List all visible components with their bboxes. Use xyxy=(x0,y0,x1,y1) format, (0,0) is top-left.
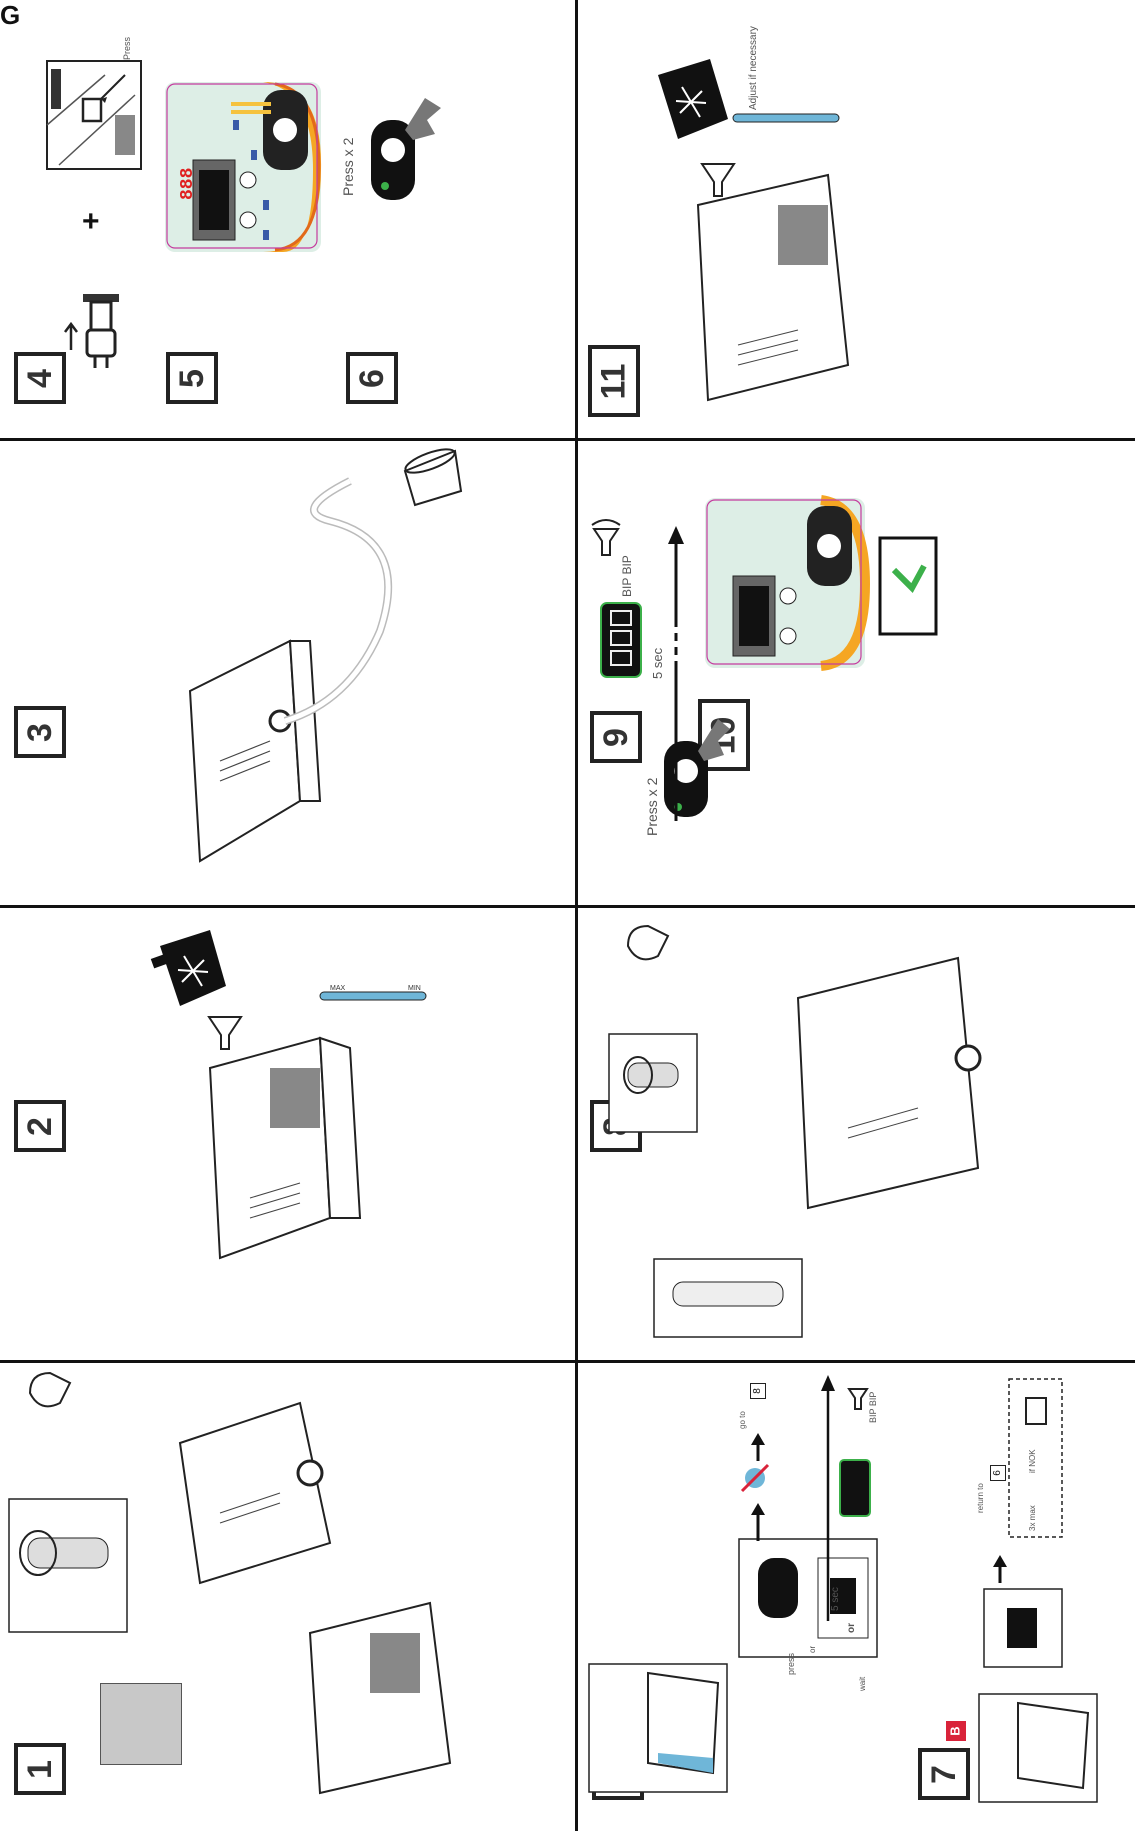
retry-loop-box xyxy=(1008,1378,1063,1538)
machine-refill-illustration xyxy=(696,173,850,402)
timeline-arrow xyxy=(668,526,684,821)
arrow-up-2 xyxy=(751,1433,765,1461)
five-sec-label: 5 sec xyxy=(650,647,665,679)
press-or-wait-box xyxy=(738,1538,878,1658)
step-badge-10: 10 xyxy=(698,699,750,771)
section-letter: G xyxy=(0,0,21,30)
power-switch-illustration xyxy=(46,60,142,170)
torch-button-icon xyxy=(371,98,441,200)
svg-text:MIN: MIN xyxy=(408,985,421,992)
panel-step-2: 2 MAX MIN xyxy=(0,908,575,1360)
timeline-arrow-7 xyxy=(821,1375,835,1621)
adjust-label: Adjust if necessary xyxy=(748,26,759,110)
step-badge-9: 9 xyxy=(590,711,642,763)
no-flow-icon xyxy=(740,1463,770,1493)
coolant-canister-icon xyxy=(658,59,728,139)
check-icon xyxy=(878,536,938,636)
panel-step-3: 3 xyxy=(0,441,575,905)
speaker-icon xyxy=(847,1388,869,1410)
machine-fill-illustration xyxy=(208,1036,362,1260)
control-panel-illustration: 888 xyxy=(165,82,322,252)
display-check-box xyxy=(983,1588,1063,1668)
snowflake-icon xyxy=(675,86,707,118)
goto-label: go to xyxy=(738,1411,747,1429)
machine-drain-illustration xyxy=(188,477,393,863)
step-badge-7b: 7 xyxy=(918,1748,970,1800)
torch-hose-illustration xyxy=(653,1258,803,1338)
grid-divider-2 xyxy=(0,905,1135,908)
connector-zoom xyxy=(608,1033,698,1133)
step-badge-11: 11 xyxy=(588,345,640,417)
press-x2-label: Press x 2 xyxy=(340,137,356,196)
goto-step-box: 8 xyxy=(750,1383,766,1399)
hand-icon xyxy=(626,924,670,961)
arrow-up-b xyxy=(993,1555,1007,1583)
panel-step-11: 11 Adjust if necessary xyxy=(578,0,1135,438)
svg-text:888: 888 xyxy=(178,168,198,200)
bip-bip-label: BIP BIP xyxy=(620,555,634,597)
step-badge-6: 6 xyxy=(346,352,398,404)
panel-steps-9-10: 9 10 Press x 2 5 sec BIP BIP xyxy=(578,441,1135,905)
plus-sign: + xyxy=(82,205,100,238)
display-icon xyxy=(839,1459,871,1517)
hand-icon xyxy=(28,1371,72,1408)
five-sec-label-7: 5 sec xyxy=(830,1587,841,1611)
grid-divider-3 xyxy=(0,1360,1135,1363)
max-label: 3x max xyxy=(1028,1505,1037,1531)
display-blink-icon xyxy=(600,602,642,678)
coolant-canister-icon xyxy=(150,930,226,1006)
return-step-box: 6 xyxy=(990,1465,1006,1481)
grid-vertical-divider xyxy=(575,0,578,1831)
plug-icon xyxy=(64,294,119,368)
svg-text:MAX: MAX xyxy=(330,985,346,992)
press-tag: Press xyxy=(122,36,132,60)
grid-divider-1 xyxy=(0,438,1135,441)
panel-step-1: 1 xyxy=(0,1363,575,1831)
press-small: press xyxy=(786,1652,796,1675)
machine-top-illustration xyxy=(178,1401,332,1585)
bucket-empty-illustration xyxy=(978,1693,1098,1803)
panel-steps-4-5-6: 4 + Press 5 xyxy=(0,0,575,438)
step-badge-3: 3 xyxy=(14,706,66,758)
funnel-icon xyxy=(700,163,736,197)
snowflake-icon xyxy=(177,955,209,987)
step-badge-5: 5 xyxy=(166,352,218,404)
badge-b: B xyxy=(946,1721,966,1741)
panel-step-8: 8 xyxy=(578,908,1135,1360)
wait-small: wait xyxy=(858,1676,867,1691)
step-badge-1: 1 xyxy=(14,1743,66,1795)
machine-connected-illustration xyxy=(796,956,982,1210)
level-gauge: MAX MIN xyxy=(319,985,427,1001)
funnel-icon xyxy=(207,1016,243,1050)
control-panel-ok-illustration xyxy=(705,495,871,671)
bip-bip-label-7: BIP BIP xyxy=(868,1391,878,1423)
highlight-area xyxy=(100,1683,182,1765)
speaker-icon xyxy=(591,519,621,556)
level-gauge xyxy=(732,113,840,123)
step-badge-2: 2 xyxy=(14,1100,66,1152)
return-to-label: return to xyxy=(976,1483,985,1513)
machine-bottom-illustration xyxy=(308,1601,452,1795)
arrow-up xyxy=(751,1503,765,1541)
bucket-fill-illustration xyxy=(588,1663,728,1793)
step-badge-4: 4 xyxy=(14,352,66,404)
or-big: or xyxy=(846,1623,857,1633)
bucket-icon xyxy=(403,448,463,507)
if-nok-label: if NOK xyxy=(1028,1449,1037,1473)
or-small: or xyxy=(808,1645,817,1653)
torch-connector-zoom xyxy=(8,1498,128,1633)
panel-step-7: 7 A press or or wait go to 8 xyxy=(578,1363,1135,1831)
